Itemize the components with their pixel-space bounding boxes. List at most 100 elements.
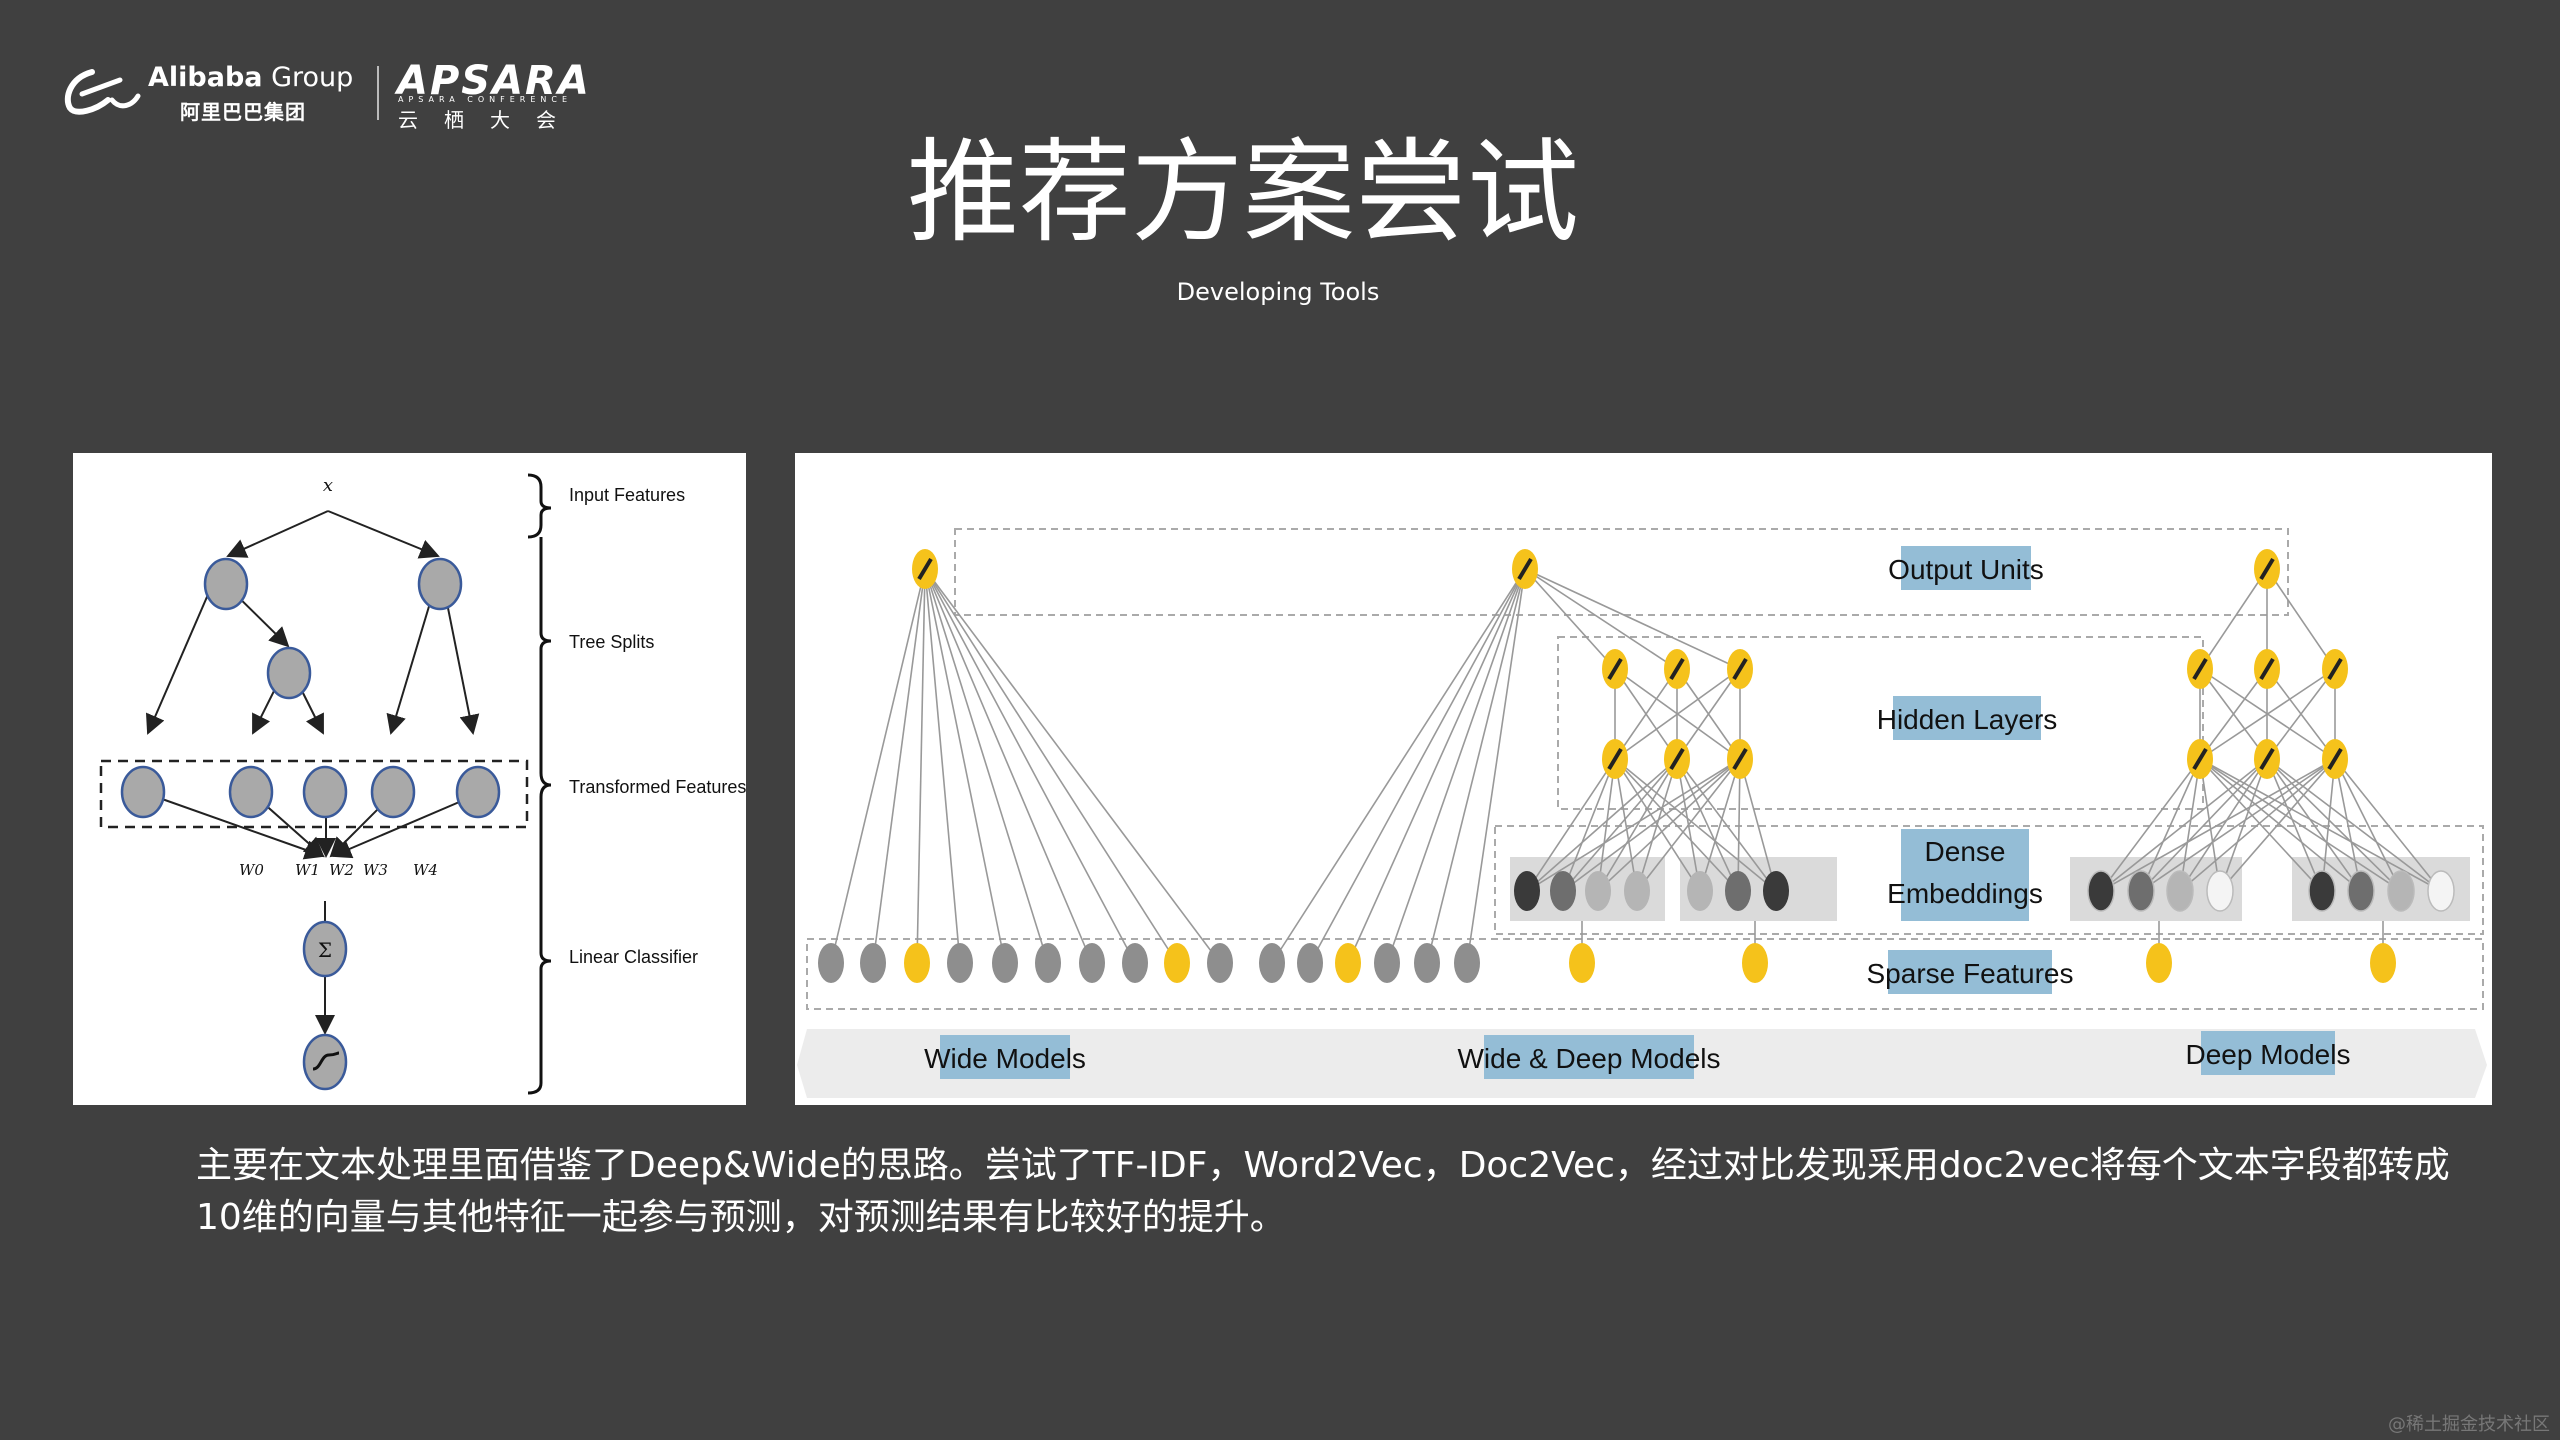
- transformed-features-label: Transformed Features: [569, 777, 746, 797]
- sparse-features-label-bg: [1888, 950, 2052, 994]
- sparse-feature-node: [1335, 943, 1361, 983]
- apsara-conference-text: APSARA CONFERENCE: [398, 95, 573, 104]
- tree-node: [203, 557, 249, 611]
- activation-icon: [1732, 747, 1748, 771]
- sparse-feature-node: [1569, 943, 1595, 983]
- hidden-layers-label: Hidden Layers: [1877, 704, 2058, 735]
- gbdt-lr-svg: Σ x W0 W1 W2 W3 W4 Input Features Tree S…: [99, 473, 746, 1095]
- sparse-feature-node: [1207, 943, 1233, 983]
- watermark: @稀土掘金技术社区: [2388, 1414, 2550, 1435]
- tree-node: [417, 557, 463, 611]
- wide-models-label-bg: [940, 1035, 1070, 1079]
- activation-icon: [2259, 747, 2275, 771]
- deep-models-label-bg: [2201, 1031, 2335, 1075]
- sparse-feature-node: [1454, 943, 1480, 983]
- sparse-features-box: [806, 938, 2484, 1010]
- embedding-node: [1725, 871, 1751, 911]
- leaf-node: [455, 765, 501, 819]
- sigmoid-icon: [312, 1051, 340, 1071]
- weight-label: W1: [295, 861, 320, 879]
- deep-models-label: Deep Models: [2186, 1039, 2351, 1070]
- embedding-node: [2347, 870, 2375, 912]
- leaf-node: [370, 765, 416, 819]
- embedding-node: [1763, 871, 1789, 911]
- embeddings-label: Embeddings: [1887, 878, 2043, 909]
- sigmoid-node: [302, 1033, 348, 1091]
- activation-icon: [1669, 657, 1685, 681]
- slide-subtitle: Developing Tools: [1176, 278, 1380, 306]
- activation-icon: [1732, 657, 1748, 681]
- tree-node: [266, 646, 312, 700]
- dense-label: Dense: [1925, 836, 2006, 867]
- sparse-feature-node: [2370, 943, 2396, 983]
- embedding-node: [2166, 870, 2194, 912]
- weight-label: W3: [363, 861, 388, 879]
- hidden-layers-label-bg: [1893, 696, 2041, 740]
- embedding-node: [1687, 871, 1713, 911]
- sparse-feature-node: [1035, 943, 1061, 983]
- sparse-feature-node: [1079, 943, 1105, 983]
- slide-title: 推荐方案尝试: [907, 128, 1579, 258]
- wide-models-label: Wide Models: [924, 1043, 1086, 1074]
- sparse-feature-node: [860, 943, 886, 983]
- embedding-node: [2427, 870, 2455, 912]
- slide-body-text: 主要在文本处理里面借鉴了Deep&Wide的思路。尝试了TF-IDF，Word2…: [196, 1145, 2450, 1238]
- activation-icon: [1607, 747, 1623, 771]
- leaf-node: [228, 765, 274, 819]
- activation-icon: [1607, 657, 1623, 681]
- sparse-feature-node: [1742, 943, 1768, 983]
- apsara-wordmark: APSARA: [397, 58, 591, 104]
- sparse-feature-node: [1259, 943, 1285, 983]
- output-units-box: [954, 528, 2289, 616]
- input-features-label: Input Features: [569, 485, 685, 505]
- embedding-node: [2127, 870, 2155, 912]
- alibaba-group-wordmark: Alibaba Group: [148, 62, 354, 93]
- wide-deep-diagram: Output Units Hidden Layers Dense Embeddi…: [795, 453, 2492, 1105]
- transformed-features-box: [99, 759, 529, 829]
- embedding-node: [1585, 871, 1611, 911]
- embedding-node: [2206, 870, 2234, 912]
- tree-splits-label: Tree Splits: [569, 632, 654, 652]
- sparse-feature-node: [1374, 943, 1400, 983]
- output-units-label-bg: [1901, 546, 2031, 590]
- sum-node: [302, 920, 348, 978]
- embedding-node: [2308, 870, 2336, 912]
- alibaba-logo-icon: [64, 69, 141, 115]
- activation-icon: [1669, 747, 1685, 771]
- embedding-node: [2387, 870, 2415, 912]
- linear-classifier-label: Linear Classifier: [569, 947, 698, 967]
- sigma-symbol: Σ: [318, 938, 332, 962]
- weight-label: W2: [329, 861, 354, 879]
- activation-icon: [1517, 557, 1533, 581]
- activation-icon: [2327, 747, 2343, 771]
- activation-icon: [2327, 657, 2343, 681]
- sparse-feature-node: [818, 943, 844, 983]
- input-symbol: x: [323, 475, 333, 496]
- wide-deep-svg: Output Units Hidden Layers Dense Embeddi…: [797, 528, 2487, 1098]
- leaf-node: [120, 765, 166, 819]
- sparse-feature-node: [947, 943, 973, 983]
- leaf-node: [302, 765, 348, 819]
- sparse-feature-node: [1414, 943, 1440, 983]
- activation-icon: [2192, 747, 2208, 771]
- hidden-layers-box-wd: [1557, 636, 2204, 810]
- activation-icon: [917, 557, 933, 581]
- sparse-feature-node: [904, 943, 930, 983]
- alibaba-group-cn: 阿里巴巴集团: [180, 100, 306, 124]
- wide-deep-models-label-bg: [1484, 1035, 1694, 1079]
- sparse-feature-node: [2146, 943, 2172, 983]
- logo-divider: [377, 66, 379, 120]
- embedding-node: [1514, 871, 1540, 911]
- gbdt-lr-diagram: Σ x W0 W1 W2 W3 W4 Input Features Tree S…: [73, 453, 746, 1105]
- sparse-feature-node: [1164, 943, 1190, 983]
- sparse-feature-node: [1122, 943, 1148, 983]
- sparse-features-label: Sparse Features: [1867, 958, 2074, 989]
- apsara-cn: 云栖大会: [398, 108, 582, 132]
- activation-icon: [2259, 657, 2275, 681]
- wide-deep-models-label: Wide & Deep Models: [1457, 1043, 1720, 1074]
- sparse-feature-node: [992, 943, 1018, 983]
- embedding-node: [2087, 870, 2115, 912]
- weight-label: W0: [239, 861, 264, 879]
- sparse-feature-node: [1297, 943, 1323, 983]
- weight-label: W4: [413, 861, 438, 879]
